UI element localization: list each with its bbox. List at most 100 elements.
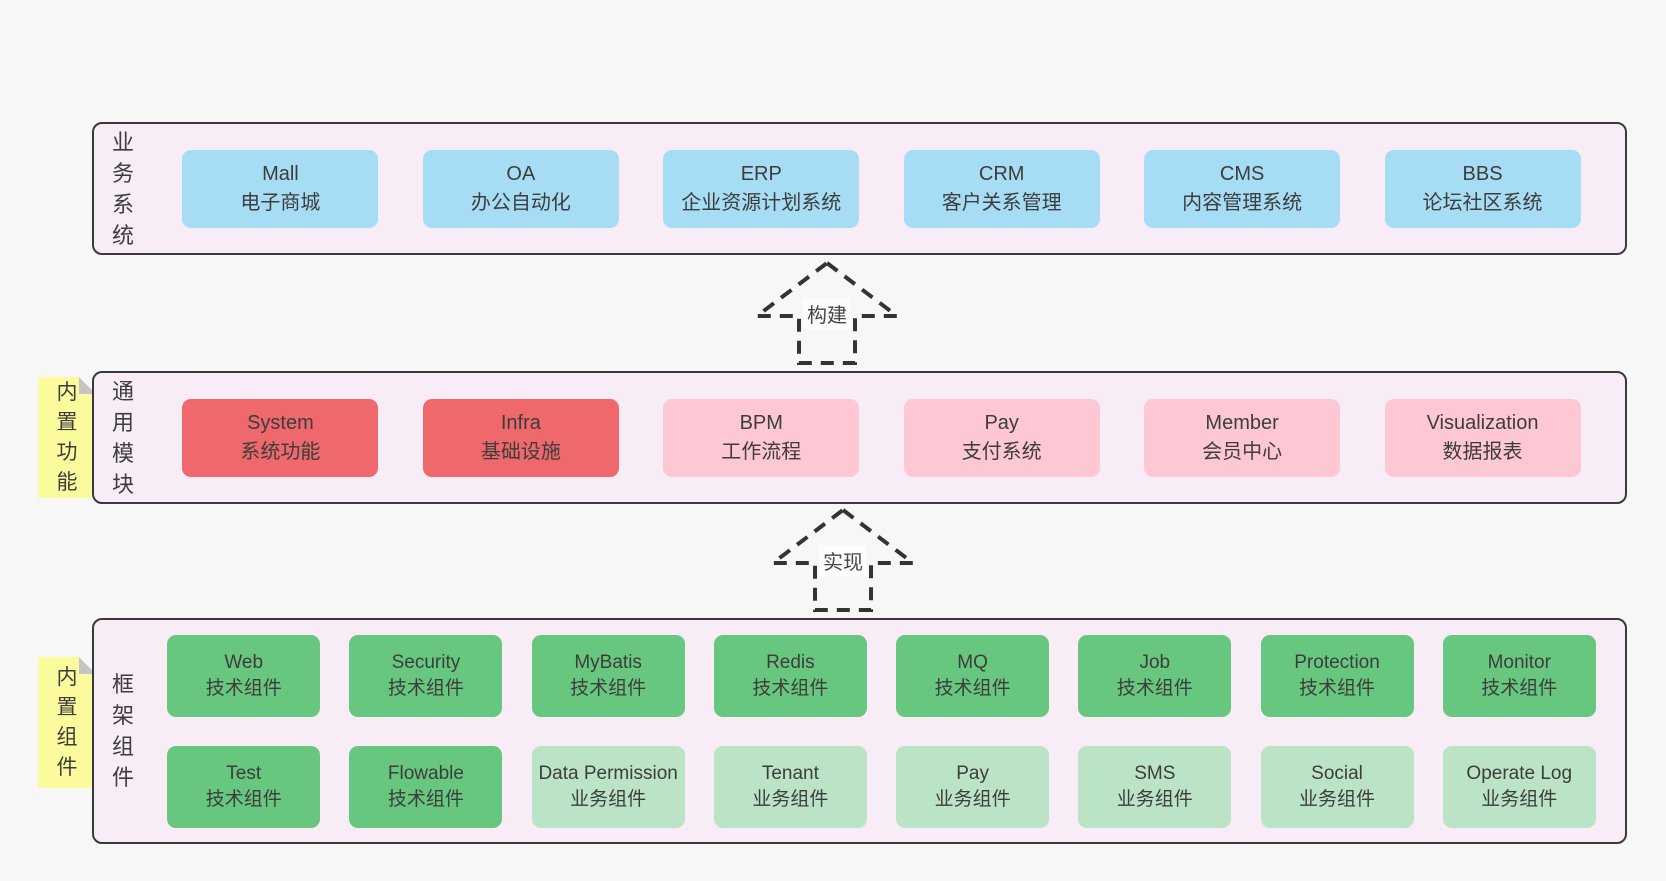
box-title: Pay bbox=[984, 411, 1019, 434]
box-mq-tech: MQ 技术组件 bbox=[896, 634, 1050, 717]
box-subtitle: 技术组件 bbox=[387, 677, 464, 699]
box-row: System 系统功能 Infra 基础设施 BPM 工作流程 Pay 支付系统… bbox=[138, 398, 1625, 477]
box-protection-tech: Protection 技术组件 bbox=[1260, 634, 1414, 717]
box-subtitle: 技术组件 bbox=[934, 677, 1011, 699]
box-subtitle: 基础设施 bbox=[480, 440, 561, 463]
box-redis-tech: Redis 技术组件 bbox=[713, 634, 867, 717]
box-subtitle: 客户关系管理 bbox=[941, 191, 1062, 214]
box-title: Tenant bbox=[761, 762, 819, 784]
box-security-tech: Security 技术组件 bbox=[349, 634, 503, 717]
box-infra: Infra 基础设施 bbox=[422, 398, 619, 477]
box-subtitle: 数据报表 bbox=[1442, 440, 1523, 463]
box-subtitle: 业务组件 bbox=[1299, 788, 1376, 810]
box-row-tech: Web 技术组件 Security 技术组件 MyBatis 技术组件 Redi… bbox=[138, 620, 1625, 731]
box-bpm: BPM 工作流程 bbox=[663, 398, 860, 477]
box-operate-log: Operate Log 业务组件 bbox=[1442, 745, 1596, 828]
box-title: Job bbox=[1139, 651, 1171, 673]
box-subtitle: 系统功能 bbox=[240, 440, 321, 463]
box-title: Monitor bbox=[1487, 651, 1551, 673]
box-data-permission: Data Permission 业务组件 bbox=[531, 745, 685, 828]
up-arrow-icon bbox=[768, 507, 918, 612]
box-title: Visualization bbox=[1426, 411, 1539, 434]
sticky-note-label: 内置组件 bbox=[56, 665, 78, 779]
box-subtitle: 会员中心 bbox=[1202, 440, 1283, 463]
box-subtitle: 业务组件 bbox=[570, 788, 647, 810]
box-subtitle: 企业资源计划系统 bbox=[681, 191, 842, 214]
box-subtitle: 工作流程 bbox=[721, 440, 802, 463]
box-subtitle: 技术组件 bbox=[1116, 677, 1193, 699]
box-title: Web bbox=[224, 651, 264, 673]
box-title: Data Permission bbox=[538, 762, 678, 784]
box-pay-component: Pay 业务组件 bbox=[896, 745, 1050, 828]
box-title: MQ bbox=[957, 651, 988, 673]
box-title: CMS bbox=[1219, 162, 1265, 185]
box-subtitle: 电子商城 bbox=[240, 191, 321, 214]
arrow-label: 构建 bbox=[803, 298, 851, 329]
box-title: Security bbox=[391, 651, 461, 673]
box-mybatis-tech: MyBatis 技术组件 bbox=[531, 634, 685, 717]
box-subtitle: 技术组件 bbox=[1481, 677, 1558, 699]
box-row: Mall 电子商城 OA 办公自动化 ERP 企业资源计划系统 CRM 客户关系… bbox=[138, 149, 1625, 228]
box-subtitle: 技术组件 bbox=[387, 788, 464, 810]
box-title: Mall bbox=[262, 162, 299, 185]
box-subtitle: 技术组件 bbox=[570, 677, 647, 699]
box-monitor-tech: Monitor 技术组件 bbox=[1442, 634, 1596, 717]
box-title: Operate Log bbox=[1466, 762, 1573, 784]
box-subtitle: 论坛社区系统 bbox=[1422, 191, 1543, 214]
layer-side-label: 业务系统 bbox=[111, 129, 134, 248]
box-title: CRM bbox=[978, 162, 1025, 185]
box-tenant: Tenant 业务组件 bbox=[713, 745, 867, 828]
box-test-tech: Test 技术组件 bbox=[167, 745, 321, 828]
box-title: BPM bbox=[739, 411, 783, 434]
box-subtitle: 技术组件 bbox=[752, 677, 829, 699]
box-subtitle: 业务组件 bbox=[934, 788, 1011, 810]
box-title: BBS bbox=[1462, 162, 1503, 185]
box-subtitle: 支付系统 bbox=[961, 440, 1042, 463]
box-title: MyBatis bbox=[574, 651, 642, 673]
box-pay-module: Pay 支付系统 bbox=[903, 398, 1100, 477]
box-flowable-tech: Flowable 技术组件 bbox=[349, 745, 503, 828]
sticky-note-built-in-components: 内置组件 bbox=[38, 657, 96, 788]
box-title: Flowable bbox=[387, 762, 464, 784]
box-title: Redis bbox=[766, 651, 815, 673]
box-subtitle: 内容管理系统 bbox=[1182, 191, 1303, 214]
box-member: Member 会员中心 bbox=[1144, 398, 1341, 477]
box-job-tech: Job 技术组件 bbox=[1078, 634, 1232, 717]
box-bbs: BBS 论坛社区系统 bbox=[1384, 149, 1581, 228]
box-title: Test bbox=[226, 762, 262, 784]
box-visualization: Visualization 数据报表 bbox=[1384, 398, 1581, 477]
box-title: Protection bbox=[1294, 651, 1380, 673]
sticky-note-built-in-features: 内置功能 bbox=[38, 377, 96, 498]
box-sms: SMS 业务组件 bbox=[1078, 745, 1232, 828]
box-system: System 系统功能 bbox=[182, 398, 379, 477]
box-social: Social 业务组件 bbox=[1260, 745, 1414, 828]
box-subtitle: 办公自动化 bbox=[470, 191, 571, 214]
box-subtitle: 技术组件 bbox=[205, 677, 282, 699]
box-row-business: Test 技术组件 Flowable 技术组件 Data Permission … bbox=[138, 731, 1625, 842]
box-title: System bbox=[247, 411, 314, 434]
layer-business-systems: 业务系统 Mall 电子商城 OA 办公自动化 ERP 企业资源计划系统 CRM… bbox=[92, 122, 1627, 255]
box-crm: CRM 客户关系管理 bbox=[903, 149, 1100, 228]
arrow-build: 构建 bbox=[752, 258, 902, 368]
box-rows: Web 技术组件 Security 技术组件 MyBatis 技术组件 Redi… bbox=[138, 620, 1625, 842]
arrow-implement: 实现 bbox=[768, 505, 918, 615]
layer-side-label: 通用模块 bbox=[111, 378, 134, 497]
box-cms: CMS 内容管理系统 bbox=[1144, 149, 1341, 228]
layer-side-label: 框架组件 bbox=[111, 672, 134, 790]
box-title: Social bbox=[1311, 762, 1363, 784]
box-subtitle: 技术组件 bbox=[1299, 677, 1376, 699]
layer-framework-components: 框架组件 Web 技术组件 Security 技术组件 MyBatis 技术组件… bbox=[92, 618, 1627, 844]
up-arrow-icon bbox=[752, 260, 902, 365]
box-title: Infra bbox=[500, 411, 541, 434]
box-oa: OA 办公自动化 bbox=[422, 149, 619, 228]
box-erp: ERP 企业资源计划系统 bbox=[663, 149, 860, 228]
box-subtitle: 技术组件 bbox=[205, 788, 282, 810]
sticky-note-label: 内置功能 bbox=[56, 380, 78, 494]
box-title: SMS bbox=[1134, 762, 1176, 784]
box-mall: Mall 电子商城 bbox=[182, 149, 379, 228]
box-subtitle: 业务组件 bbox=[1116, 788, 1193, 810]
box-subtitle: 业务组件 bbox=[1481, 788, 1558, 810]
box-web-tech: Web 技术组件 bbox=[167, 634, 321, 717]
box-title: Member bbox=[1205, 411, 1279, 434]
